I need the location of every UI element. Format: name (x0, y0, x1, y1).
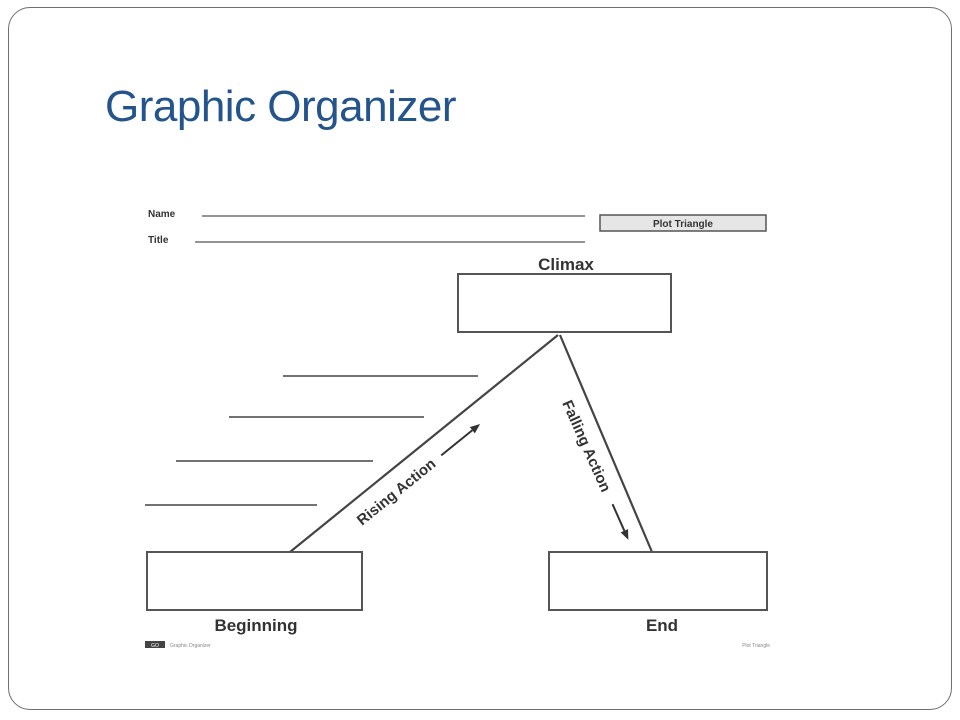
end-box (548, 551, 768, 611)
plot-triangle-tag-label: Plot Triangle (653, 219, 713, 230)
climax-label: Climax (538, 255, 594, 274)
rising-action-arrowhead (469, 423, 481, 434)
falling-action-arrowhead (620, 529, 629, 540)
rising-action-label-group: Rising Action (354, 423, 481, 529)
climax-box (457, 273, 672, 333)
rising-action-line (289, 334, 559, 553)
falling-action-line (558, 334, 654, 553)
footer-badge (145, 641, 165, 648)
footer-right-text: Plot Triangle (742, 643, 770, 649)
rising-action-arrow (440, 429, 473, 457)
end-label: End (646, 616, 678, 635)
plot-triangle-tag (599, 214, 767, 232)
beginning-box (146, 551, 363, 611)
beginning-label: Beginning (214, 616, 297, 635)
worksheet-drawing: Name Title Plot Triangle Climax Rising A… (145, 209, 770, 649)
name-label: Name (148, 209, 176, 220)
slide-title: Graphic Organizer (105, 82, 456, 131)
falling-action-label: Falling Action (558, 398, 614, 495)
footer-left-text: Graphic Organizer (170, 643, 211, 649)
falling-action-arrow (611, 503, 626, 532)
footer-badge-code: GO (151, 643, 159, 649)
title-label: Title (148, 235, 169, 246)
plot-triangle-worksheet: Name Title Plot Triangle Climax Rising A… (130, 195, 790, 660)
